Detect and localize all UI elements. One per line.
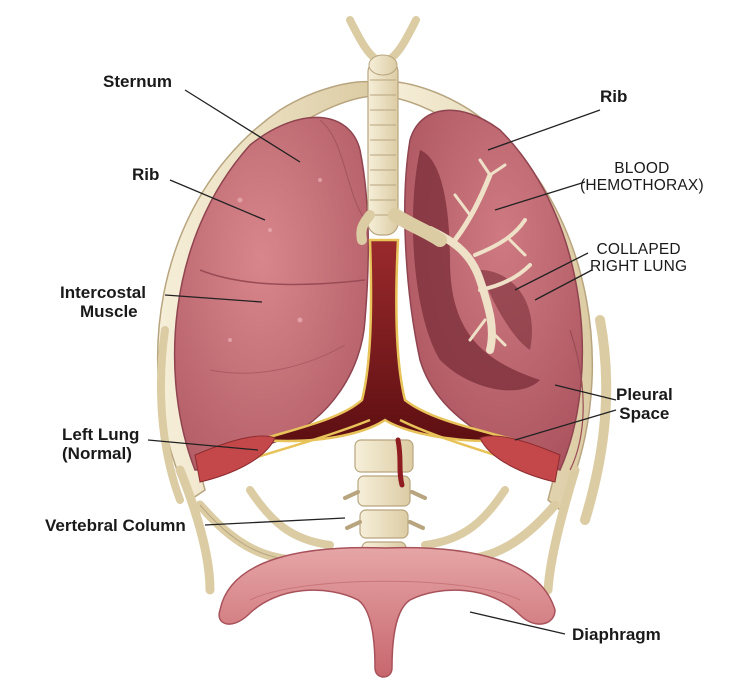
collapsed-right-lung <box>404 109 584 471</box>
leader-collapsed-1 <box>514 252 589 291</box>
leader-pleural-2 <box>514 409 617 441</box>
left-lung <box>173 116 370 471</box>
leader-collapsed-2 <box>534 269 593 301</box>
label-intercostal-line1: Intercostal <box>60 283 146 302</box>
label-left-lung-line2: (Normal) <box>62 444 132 464</box>
label-intercostal-muscle: Intercostal Muscle <box>60 283 146 321</box>
leader-blood <box>494 181 586 211</box>
leader-rib-left <box>169 179 266 221</box>
label-rib-left: Rib <box>132 165 160 184</box>
leader-left-lung <box>147 439 259 451</box>
label-blood-line1: BLOOD <box>614 160 670 177</box>
label-vertebral-column: Vertebral Column <box>45 516 186 535</box>
leader-vertebral <box>204 517 346 526</box>
leader-lines <box>147 89 617 635</box>
diaphragm <box>218 546 556 678</box>
leader-pleural <box>554 384 617 401</box>
bronchial-tree <box>426 158 532 354</box>
label-rib-right: Rib <box>600 87 628 106</box>
label-blood-line2: (HEMOTHORAX) <box>580 177 704 195</box>
label-pleural-line2: Space <box>619 404 670 424</box>
leader-sternum <box>184 89 301 163</box>
label-pleural-line1: Pleural <box>616 385 673 404</box>
intercostal-muscles <box>194 435 561 483</box>
label-collapsed-line2: RIGHT LUNG <box>590 258 688 276</box>
label-diaphragm: Diaphragm <box>572 625 661 644</box>
mediastinum <box>259 238 516 443</box>
label-intercostal-line2: Muscle <box>80 302 138 322</box>
label-collapsed-line1: COLLAPED <box>596 241 681 258</box>
label-blood-hemothorax: BLOOD (HEMOTHORAX) <box>580 160 704 195</box>
leader-diaphragm <box>469 611 566 635</box>
label-left-lung-line1: Left Lung <box>62 425 140 444</box>
label-pleural-space: Pleural Space <box>616 385 673 423</box>
label-sternum: Sternum <box>103 72 172 91</box>
vertebral-column <box>343 437 427 563</box>
leader-rib-right <box>487 109 601 151</box>
label-collapsed-right-lung: COLLAPED RIGHT LUNG <box>590 241 687 276</box>
trachea <box>346 16 447 247</box>
leader-intercostal <box>164 294 263 303</box>
label-left-lung: Left Lung (Normal) <box>62 425 139 463</box>
